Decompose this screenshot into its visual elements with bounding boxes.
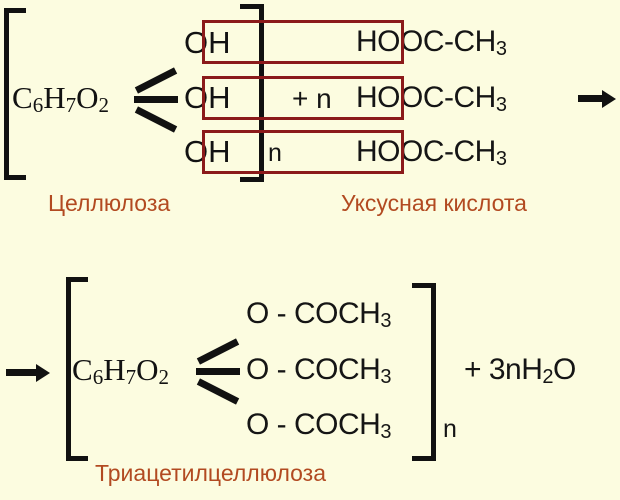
formula-h: H: [43, 80, 66, 115]
highlight-box-row-1: [202, 20, 404, 64]
acid-base-1: HOOC-CH: [356, 25, 496, 58]
highlight-box-row-2: [202, 76, 404, 120]
ester-base-3: O - COCH: [246, 408, 381, 441]
formula-o-sub: 2: [98, 93, 109, 117]
bond-middle: [134, 96, 178, 103]
bottom-bracket-subscript-n: n: [443, 415, 457, 443]
hydroxyl-group-3: OH: [184, 134, 231, 169]
top-left-bracket: [4, 8, 26, 180]
acetic-acid-formula-1: HOOC-CH3: [356, 25, 507, 60]
bond-upper: [134, 67, 178, 94]
product-formula-c-sub: 6: [92, 365, 104, 389]
ester-sub-2: 3: [380, 366, 391, 388]
water-byproduct: + 3nH2O: [464, 353, 576, 388]
water-sub: 2: [542, 366, 554, 388]
ester-group-1: O - COCH3: [246, 297, 391, 332]
acetic-acid-formula-2: HOOC-CH3: [356, 81, 507, 116]
plus-n-coefficient: + n: [292, 83, 332, 114]
highlight-box-row-3: [202, 130, 404, 174]
bottom-left-bracket: [66, 277, 88, 461]
formula-o: O: [76, 80, 99, 115]
acid-base-3: HOOC-CH: [356, 135, 496, 168]
cellulose-core-formula: C6H7O2: [12, 80, 109, 116]
formula-c: C: [12, 80, 33, 115]
water-suffix: O: [553, 353, 576, 386]
formula-c-sub: 6: [32, 93, 44, 117]
top-right-bracket: [240, 4, 264, 182]
caption-cellulose: Целлюлоза: [48, 190, 171, 216]
acid-sub-2: 3: [495, 94, 507, 116]
product-formula-h: H: [103, 352, 126, 387]
formula-h-sub: 7: [65, 93, 77, 117]
ester-base-1: O - COCH: [246, 297, 381, 330]
product-bond-upper: [196, 338, 240, 365]
hydroxyl-group-2: OH: [184, 80, 231, 115]
caption-acetic-acid: Уксусная кислота: [341, 190, 527, 216]
hydroxyl-group-1: OH: [184, 25, 231, 60]
top-bracket-subscript-n: n: [268, 139, 282, 167]
product-formula-o-sub: 2: [158, 365, 169, 389]
reaction-arrow-bottom: [6, 362, 54, 384]
acid-sub-3: 3: [495, 148, 507, 170]
triacetylcellulose-core-formula: C6H7O2: [72, 352, 169, 388]
water-prefix: + 3nH: [464, 353, 543, 386]
caption-triacetylcellulose: Триацетилцеллюлоза: [95, 460, 327, 486]
product-bond-middle: [196, 368, 240, 375]
bond-lower: [134, 106, 178, 133]
acetic-acid-formula-3: HOOC-CH3: [356, 135, 507, 170]
bottom-right-bracket: [412, 283, 436, 461]
ester-sub-3: 3: [380, 421, 391, 443]
ester-group-2: O - COCH3: [246, 353, 391, 388]
product-formula-o: O: [136, 352, 159, 387]
ester-sub-1: 3: [380, 310, 391, 332]
acid-sub-1: 3: [495, 38, 507, 60]
reaction-arrow-top: [578, 89, 618, 109]
product-formula-c: C: [72, 352, 93, 387]
ester-group-3: O - COCH3: [246, 408, 391, 443]
ester-base-2: O - COCH: [246, 353, 381, 386]
product-formula-h-sub: 7: [125, 365, 137, 389]
acid-base-2: HOOC-CH: [356, 81, 496, 114]
product-bond-lower: [196, 378, 240, 405]
